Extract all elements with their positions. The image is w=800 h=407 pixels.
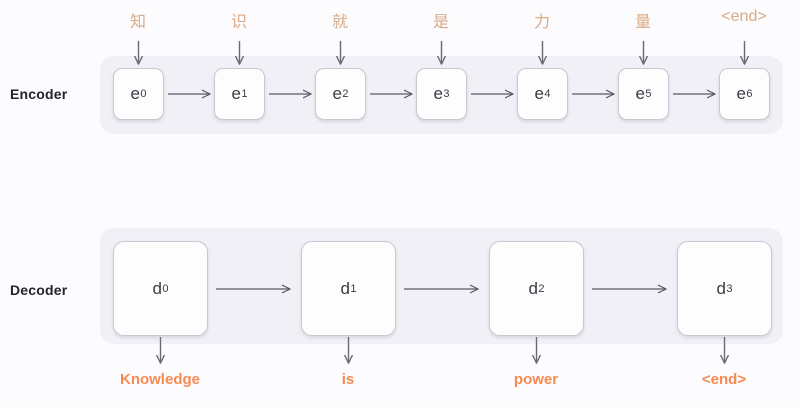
decoder-cell-2-base: d [528,278,538,298]
encoder-cell-1-base: e [231,84,241,103]
encoder-input-token-0: 知 [129,14,146,31]
encoder-row-label: Encoder [10,86,68,102]
encoder-cell-4-subscript: 4 [544,88,551,100]
encoder-cell-5-base: e [635,84,645,103]
encoder-cell-6-subscript: 6 [746,88,753,100]
encoder-cell-0-subscript: 0 [140,88,147,100]
encoder-cell-4-base: e [534,84,544,103]
decoder-cell-3-subscript: 3 [726,282,733,295]
decoder-cell-0-base: d [152,278,162,298]
encoder-cell-5-subscript: 5 [645,88,652,100]
encoder-cell-1-subscript: 1 [241,88,248,100]
decoder-cell-1-subscript: 1 [350,282,357,295]
encoder-input-token-6: <end> [721,8,767,25]
encoder-cell-2-subscript: 2 [342,88,349,100]
decoder-row-label: Decoder [10,282,68,298]
encoder-cell-6-base: e [736,84,746,103]
decoder-output-token-1: is [341,371,355,388]
encoder-input-token-1: 识 [230,14,247,31]
encoder-input-token-4: 力 [533,14,550,31]
encoder-cell-2-base: e [332,84,342,103]
decoder-group-container [100,228,783,344]
decoder-cell-2-subscript: 2 [538,282,545,295]
encoder-cell-3-base: e [433,84,443,103]
encoder-input-token-2: 就 [331,14,348,31]
decoder-output-token-0: Knowledge [119,371,200,388]
encoder-cell-0-base: e [130,84,140,103]
encoder-cell-3-subscript: 3 [443,88,450,100]
encoder-input-token-5: 量 [634,14,651,31]
decoder-cell-3-base: d [716,278,726,298]
decoder-output-token-3: <end> [701,371,747,388]
decoder-output-token-2: power [513,371,559,388]
decoder-cell-1-base: d [340,278,350,298]
decoder-cell-0-subscript: 0 [162,282,169,295]
encoder-input-token-3: 是 [432,14,449,31]
